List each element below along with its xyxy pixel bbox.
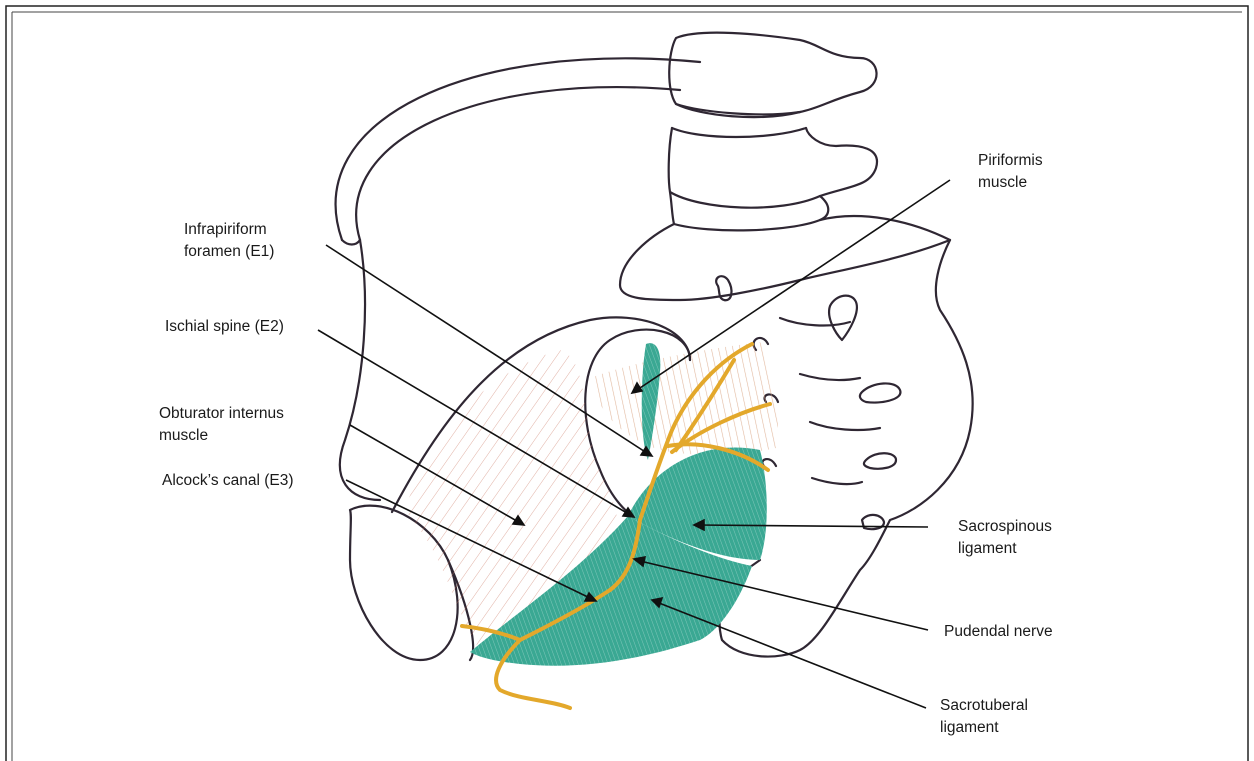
- iliac-crest-cap: [342, 240, 360, 245]
- label-piriformis-muscle: Piriformis muscle: [978, 150, 1043, 194]
- label-piriformis-line1: Piriformis: [978, 150, 1043, 172]
- vertebra-disc-lower: [672, 128, 806, 137]
- label-infrapiriform-foramen: Infrapiriform foramen (E1): [184, 219, 274, 263]
- vertebra-disc: [676, 104, 800, 117]
- label-sacrotuberal-line2: ligament: [940, 717, 1028, 739]
- sacral-ridge-3: [810, 422, 880, 430]
- label-infrapiriform-line2: foramen (E1): [184, 241, 274, 263]
- leader-sacrotuberal: [654, 601, 926, 708]
- label-sacrospinous-ligament: Sacrospinous ligament: [958, 516, 1052, 560]
- ilium-contour: [340, 240, 380, 500]
- sacral-foramen-3: [860, 383, 901, 402]
- vertebra-s1: [669, 128, 877, 208]
- label-obturator-internus: Obturator internus muscle: [159, 403, 284, 447]
- sacral-ridge-4: [812, 478, 862, 484]
- sacral-foramen-2: [829, 296, 857, 340]
- label-obturator-line2: muscle: [159, 425, 284, 447]
- label-infrapiriform-line1: Infrapiriform: [184, 219, 274, 241]
- sacral-ridge-2: [800, 374, 860, 380]
- label-sacrotuberal-line1: Sacrotuberal: [940, 695, 1028, 717]
- label-ischial-spine: Ischial spine (E2): [165, 316, 284, 338]
- label-obturator-line1: Obturator internus: [159, 403, 284, 425]
- vertebra-l5: [669, 33, 876, 115]
- label-pudendal-line1: Pudendal nerve: [944, 621, 1053, 643]
- arrowhead-infrapiriform: [641, 447, 652, 456]
- label-pudendal-nerve: Pudendal nerve: [944, 621, 1053, 643]
- sacral-base-band: [670, 192, 828, 230]
- sacrum-ala: [820, 216, 950, 240]
- label-piriformis-line2: muscle: [978, 172, 1043, 194]
- label-sacrospinous-line1: Sacrospinous: [958, 516, 1052, 538]
- leader-piriformis: [634, 180, 950, 392]
- label-ischial-spine-line1: Ischial spine (E2): [165, 316, 284, 338]
- label-alcocks-canal: Alcock’s canal (E3): [162, 470, 294, 492]
- sacral-ridge-1: [780, 318, 850, 325]
- label-sacrotuberal-ligament: Sacrotuberal ligament: [940, 695, 1028, 739]
- iliac-crest-inner: [356, 87, 680, 240]
- anterior-foramen-3: [762, 459, 776, 466]
- label-sacrospinous-line2: ligament: [958, 538, 1052, 560]
- label-alcock-line1: Alcock’s canal (E3): [162, 470, 294, 492]
- sacral-foramen-4: [864, 453, 896, 468]
